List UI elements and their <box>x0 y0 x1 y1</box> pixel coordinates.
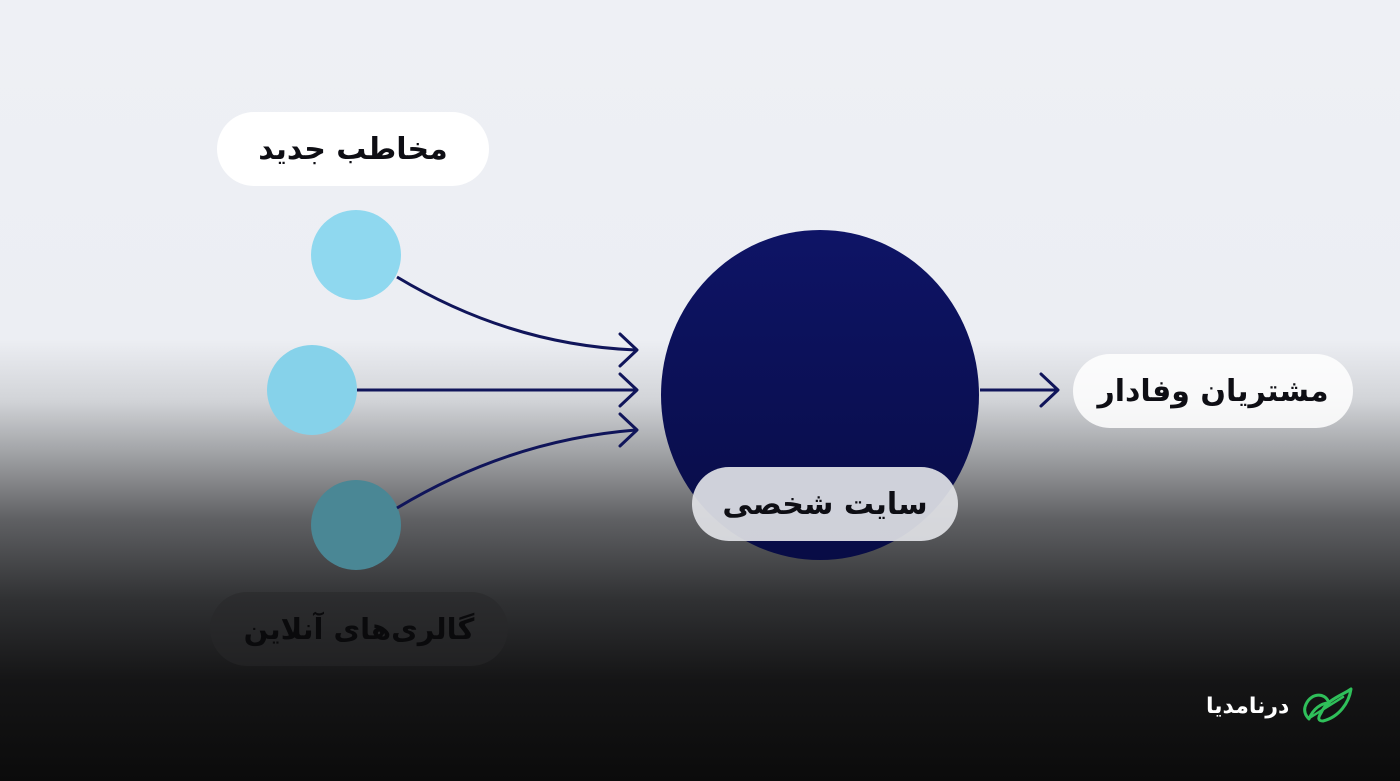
arrow-middle-head <box>618 372 639 408</box>
brand-logo: درنامدیا <box>1206 682 1356 730</box>
label-new-audience-text: مخاطب جدید <box>258 131 448 167</box>
label-loyal-customers-text: مشتریان وفادار <box>1097 373 1329 409</box>
label-online-galleries: گالری‌های آنلاین <box>210 592 508 666</box>
source-circle-bottom <box>311 480 401 570</box>
arrow-top <box>396 275 637 352</box>
label-personal-site-text: سایت شخصی <box>722 486 928 522</box>
label-loyal-customers: مشتریان وفادار <box>1073 354 1353 428</box>
label-new-audience: مخاطب جدید <box>217 112 489 186</box>
leaf-bird-icon <box>1303 687 1353 723</box>
label-personal-site: سایت شخصی <box>692 467 958 541</box>
source-circle-middle <box>267 345 357 435</box>
label-online-galleries-text: گالری‌های آنلاین <box>243 612 475 646</box>
source-circle-top <box>311 210 401 300</box>
arrow-bottom-head <box>618 412 639 448</box>
brand-logo-text: درنامدیا <box>1206 693 1290 719</box>
arrow-top-head <box>618 332 639 368</box>
arrow-bottom <box>396 428 637 510</box>
arrow-output-head <box>1039 372 1060 408</box>
